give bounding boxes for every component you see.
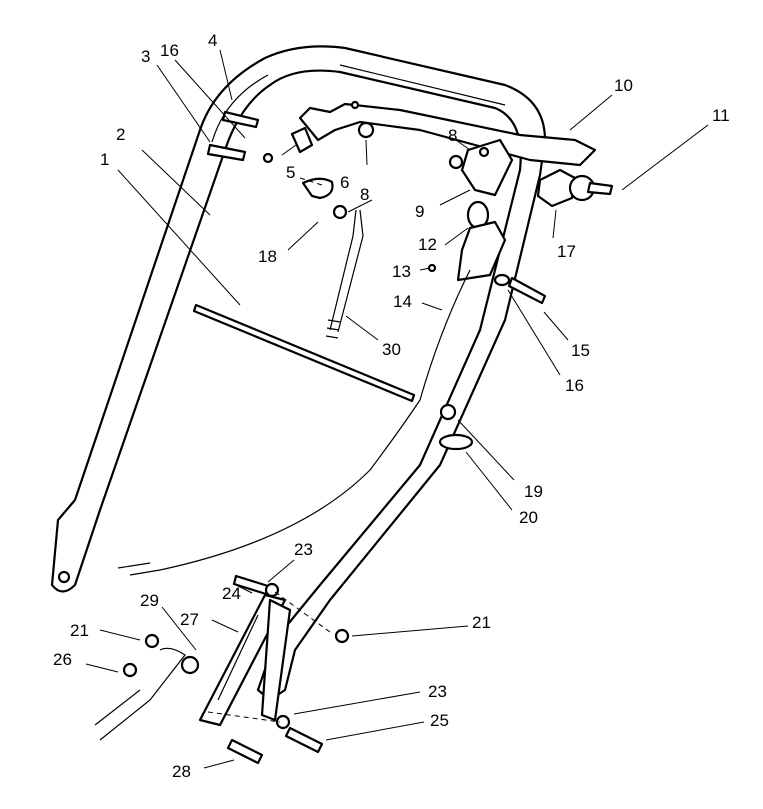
adjust-bracket-27 [198,593,292,727]
callout-28: 28 [172,762,191,781]
bolt-15 [507,276,547,305]
cap-19 [439,403,457,421]
callout-9: 9 [415,202,424,221]
cable-end [117,562,151,569]
bolt-28 [226,738,264,765]
washer-16-right [493,273,511,287]
spacer-29 [180,655,200,675]
callout-20: 20 [519,508,538,527]
callout-27: 27 [180,610,199,629]
callout-10: 10 [614,76,633,95]
bolt-3 [206,143,247,162]
leader-lines [85,49,709,769]
nut-21-right [334,628,350,644]
callout-19: 19 [524,482,543,501]
callout-8a: 8 [448,126,457,145]
upper-bracket [290,100,597,167]
nut-8-lower [332,204,348,220]
nut-8-upper [448,154,464,170]
callout-11: 11 [712,106,730,125]
callout-24: 24 [222,584,241,603]
callout-2: 2 [116,125,125,144]
ring-20 [438,433,474,451]
bracket-17 [536,168,614,208]
callout-30: 30 [382,340,401,359]
callout-1: 1 [100,150,109,169]
callout-26: 26 [53,650,72,669]
callout-3: 3 [141,47,150,66]
callout-16b: 16 [565,376,584,395]
callout-12: 12 [418,235,437,254]
callout-16a: 16 [160,41,179,60]
washer-23-lower [275,714,291,730]
bolt-24 [232,574,270,596]
nut-26 [122,662,138,678]
bolt-4 [221,110,260,129]
callout-23a: 23 [294,540,313,559]
callout-17: 17 [557,242,576,261]
spacer-5 [290,126,314,154]
callout-5: 5 [286,163,295,182]
callout-21b: 21 [472,613,491,632]
control-cable [129,269,471,576]
control-lever [448,138,514,282]
washer-16-left [262,152,274,164]
cross-bar [192,303,416,403]
callout-23b: 23 [428,682,447,701]
callout-29: 29 [140,591,159,610]
washer-23-upper [264,582,280,598]
callout-21a: 21 [70,621,89,640]
callout-14: 14 [393,292,412,311]
cable-guide-30 [325,209,364,339]
callout-4: 4 [208,31,217,50]
callout-25: 25 [430,711,449,730]
callouts: 1 2 3 16 4 5 6 8 8 9 10 11 12 13 14 15 1… [53,31,730,781]
callout-8b: 8 [360,185,369,204]
cable-clip-18 [301,177,348,220]
bolt-25 [284,726,324,754]
callout-18: 18 [258,247,277,266]
nut-21-left [144,633,160,649]
callout-6: 6 [340,173,349,192]
callout-15: 15 [571,341,590,360]
nut-6 [357,121,375,139]
handle-end-hole [57,570,71,584]
deck-bracket [99,647,186,741]
callout-13: 13 [392,262,411,281]
